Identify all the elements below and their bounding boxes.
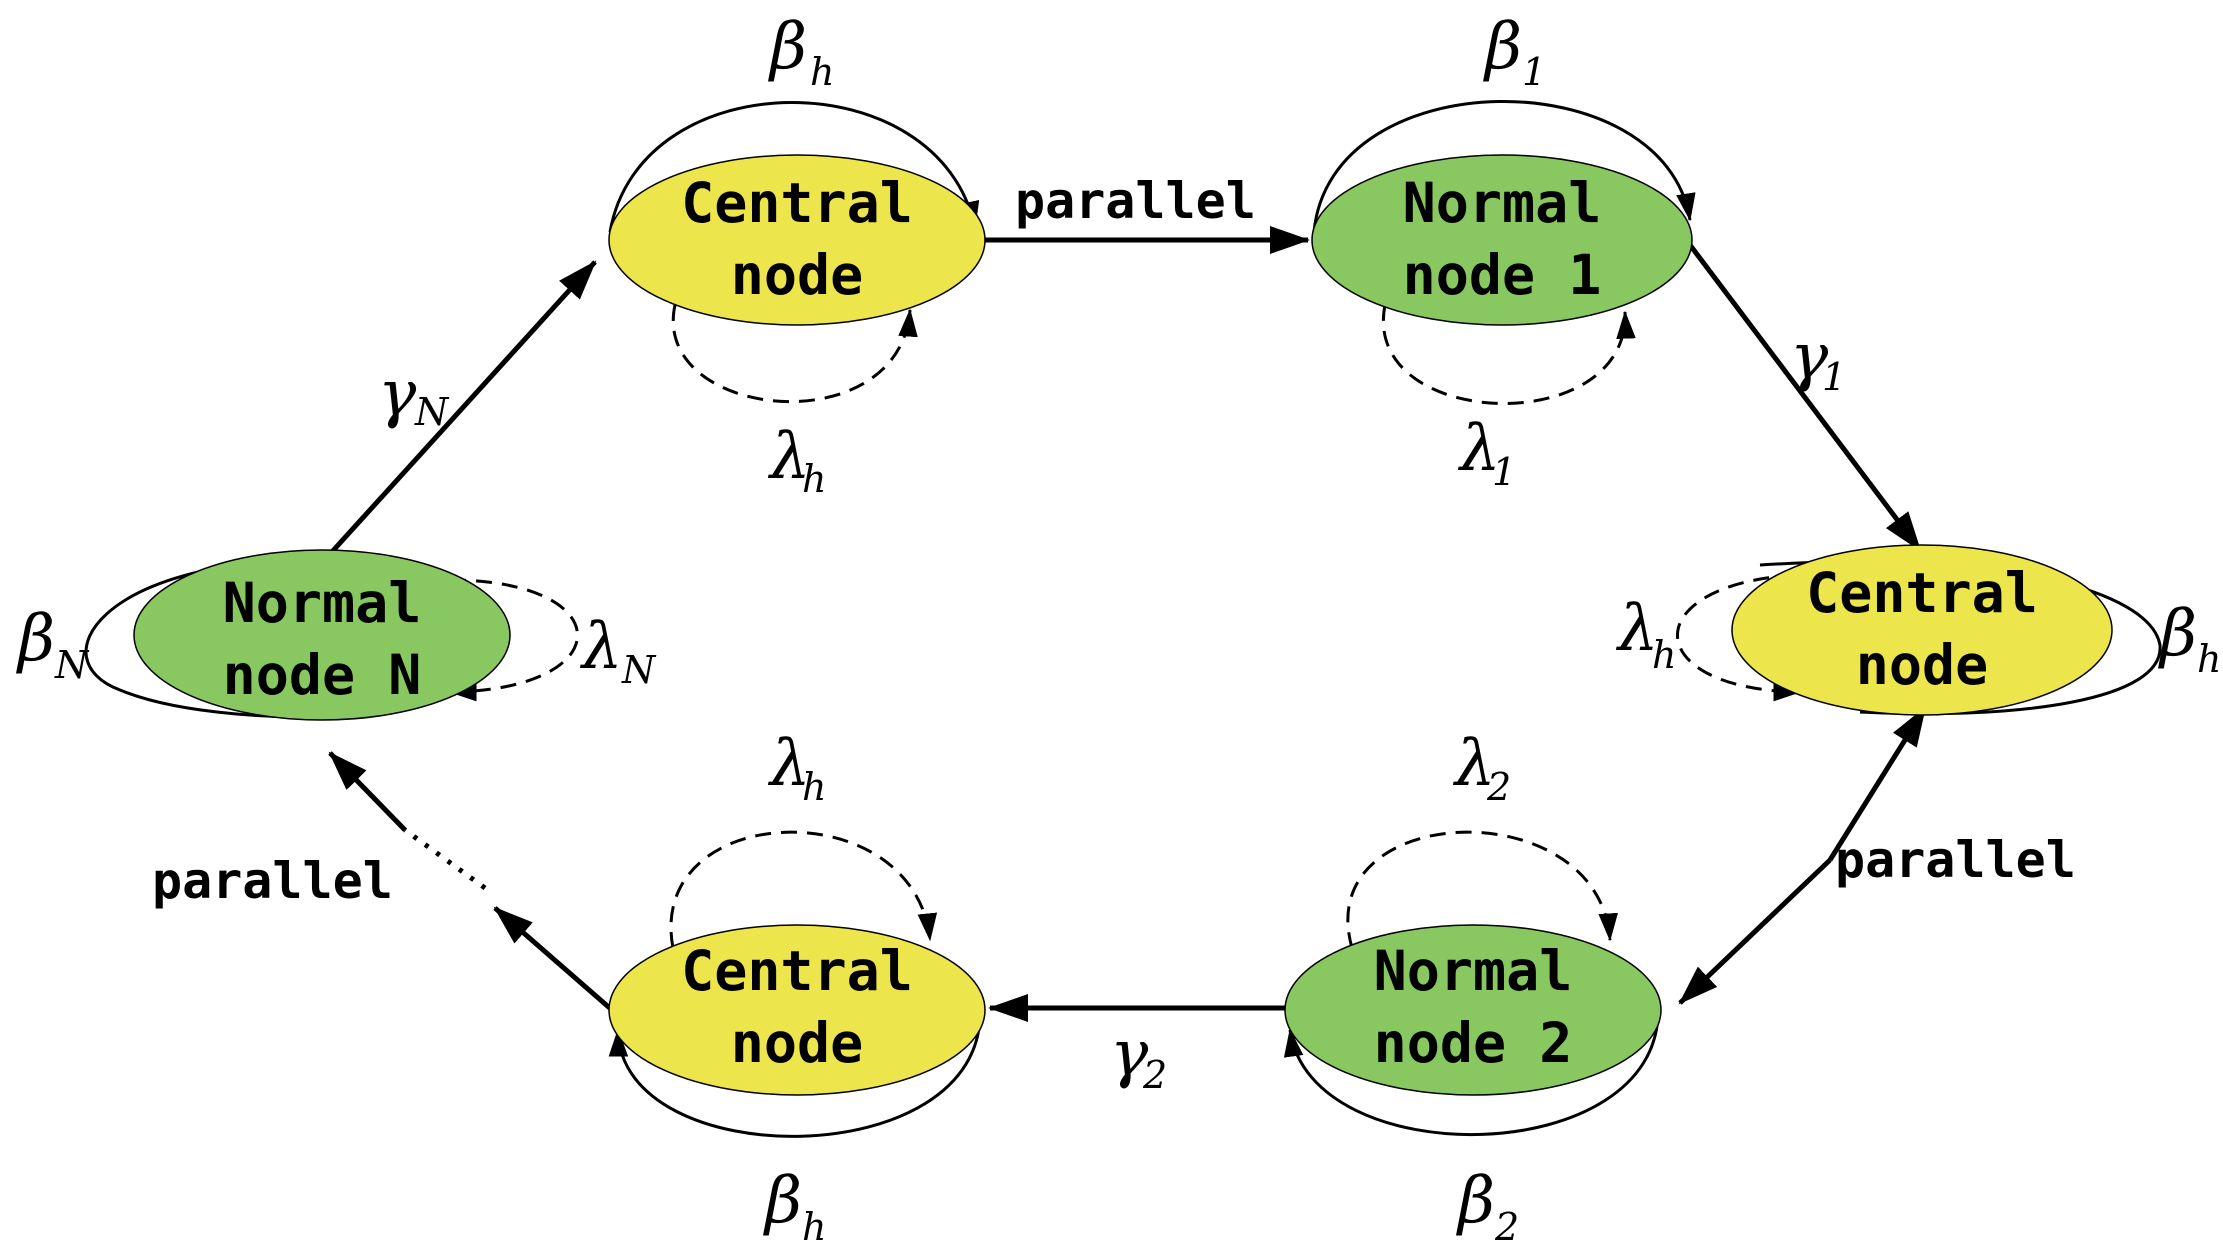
svg-text:h: h	[1652, 633, 1676, 677]
edge-to-normal-n	[328, 751, 407, 832]
lambda-h-loop-right	[1676, 573, 1802, 702]
edge-parallel-right-a	[1678, 858, 1832, 1005]
svg-text:λ: λ	[579, 610, 623, 684]
node-label-line1: Normal	[223, 571, 422, 635]
svg-text:β: β	[1456, 1164, 1495, 1238]
symbol-beta-h-bottom: β h	[763, 1164, 826, 1249]
svg-text:γ: γ	[1110, 1017, 1149, 1091]
symbol-lambda-h-right: λ h	[1615, 592, 1676, 677]
node-central-right: Central node	[1731, 544, 2113, 716]
lambda-2-loop	[1346, 830, 1618, 949]
svg-text:N: N	[414, 390, 450, 434]
svg-text:β: β	[16, 602, 55, 676]
central-node-shape	[608, 924, 986, 1096]
node-label-line1: Normal	[1374, 939, 1573, 1003]
symbol-gamma-2: γ 2	[1110, 1017, 1167, 1097]
node-label-line2: node	[731, 1011, 863, 1075]
svg-text:β: β	[2158, 597, 2197, 671]
normal-node-shape	[1284, 924, 1662, 1096]
svg-text:h: h	[802, 765, 826, 809]
node-label-line1: Central	[681, 939, 913, 1003]
svg-text:1: 1	[1822, 355, 1846, 399]
label-parallel-top: parallel	[1015, 172, 1256, 230]
svg-text:λ: λ	[767, 727, 811, 801]
central-node-shape	[608, 154, 986, 326]
node-normal-2: Normal node 2	[1284, 924, 1662, 1096]
node-label-line2: node 1	[1403, 243, 1602, 307]
svg-text:2: 2	[1486, 765, 1511, 809]
svg-text:2: 2	[1494, 1205, 1519, 1249]
symbol-beta-n: β N	[16, 602, 90, 687]
edge-bottom-to-parallel	[493, 906, 614, 1012]
symbol-beta-2: β 2	[1456, 1164, 1519, 1249]
svg-text:β: β	[768, 10, 807, 84]
lambda-n-loop	[448, 578, 579, 702]
symbol-lambda-h-bottom: λ h	[767, 727, 826, 809]
normal-node-shape	[133, 549, 511, 721]
svg-text:N: N	[54, 643, 90, 687]
label-parallel-right: parallel	[1835, 831, 2076, 889]
svg-text:1: 1	[1522, 50, 1546, 94]
svg-text:h: h	[2197, 637, 2221, 681]
node-label-line2: node	[731, 243, 863, 307]
label-parallel-left: parallel	[152, 852, 393, 910]
symbol-lambda-2: λ 2	[1452, 727, 1511, 809]
node-label-line2: node 2	[1374, 1011, 1573, 1075]
node-label-line2: node N	[223, 643, 422, 707]
symbol-lambda-h-top: λ h	[767, 420, 826, 501]
svg-text:λ: λ	[1615, 592, 1659, 666]
svg-text:γ: γ	[378, 357, 417, 431]
beta-1-loop	[1312, 100, 1696, 233]
lambda-h-loop-top	[671, 304, 918, 404]
edge-gamma-n	[318, 260, 597, 567]
svg-text:h: h	[802, 457, 826, 501]
node-central-top: Central node	[608, 154, 986, 326]
lambda-h-loop-bottom	[669, 830, 938, 949]
svg-text:γ: γ	[1790, 320, 1829, 394]
svg-text:h: h	[802, 1205, 826, 1249]
svg-text:λ: λ	[1452, 727, 1496, 801]
symbol-lambda-1: λ 1	[1457, 412, 1516, 494]
edge-parallel-dotted	[403, 827, 487, 891]
svg-text:β: β	[1483, 10, 1522, 84]
beta-h-loop-top	[608, 101, 980, 233]
svg-text:λ: λ	[767, 420, 811, 494]
svg-text:β: β	[763, 1164, 802, 1238]
node-label-line1: Central	[1806, 561, 2038, 625]
beta-h-loop-bottom	[608, 1009, 982, 1138]
normal-node-shape	[1311, 154, 1693, 326]
node-label-line1: Central	[681, 171, 913, 235]
symbol-beta-h-top: β h	[768, 10, 834, 94]
node-normal-1: Normal node 1	[1311, 154, 1693, 326]
beta-2-loop	[1283, 1009, 1660, 1136]
node-label-line2: node	[1856, 633, 1988, 697]
symbol-gamma-1: γ 1	[1790, 320, 1846, 399]
svg-text:2: 2	[1142, 1053, 1167, 1097]
svg-text:λ: λ	[1457, 412, 1501, 486]
node-central-bottom: Central node	[608, 924, 986, 1096]
central-node-shape	[1731, 544, 2113, 716]
svg-text:N: N	[621, 648, 657, 692]
symbol-gamma-n: γ N	[378, 357, 450, 434]
node-label-line1: Normal	[1403, 171, 1602, 235]
edge-parallel-right-b	[1827, 706, 1928, 862]
edge-gamma-1	[1688, 243, 1922, 552]
node-normal-n: Normal node N	[133, 549, 511, 721]
symbol-beta-1: β 1	[1483, 10, 1546, 94]
lambda-1-loop	[1381, 304, 1636, 405]
symbol-lambda-n: λ N	[579, 610, 657, 692]
symbol-beta-h-right: β h	[2158, 597, 2221, 681]
svg-text:h: h	[810, 50, 834, 94]
svg-text:1: 1	[1492, 450, 1516, 494]
